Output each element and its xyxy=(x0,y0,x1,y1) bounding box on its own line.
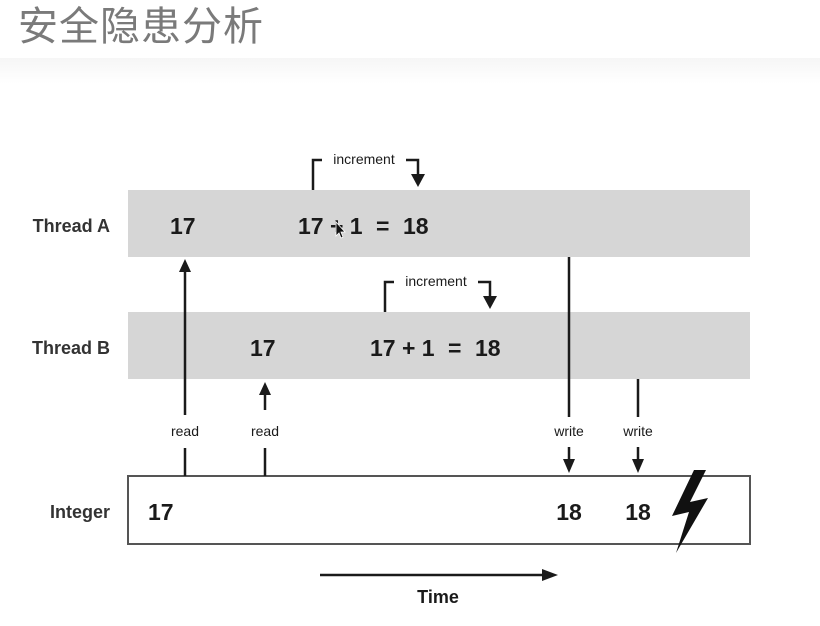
thread-b-increment-label: increment xyxy=(405,273,467,289)
thread-a-increment-label: increment xyxy=(333,151,395,167)
integer-write-b-value: 18 xyxy=(625,499,651,525)
read-b-arrowhead xyxy=(259,382,271,395)
thread-a-increment-arrowhead xyxy=(411,174,425,187)
thread-a-read-value: 17 xyxy=(170,213,196,239)
lightning-bolt-icon xyxy=(672,470,708,553)
thread-a-increment-arrow xyxy=(406,158,420,176)
thread-a-label: Thread A xyxy=(33,216,110,236)
thread-b-increment-arrowhead xyxy=(483,296,497,309)
thread-b-label: Thread B xyxy=(32,338,110,358)
thread-b-expression: 17 + 1 xyxy=(370,335,435,361)
time-label: Time xyxy=(417,587,459,607)
time-arrowhead xyxy=(542,569,558,581)
integer-write-a-value: 18 xyxy=(556,499,582,525)
write-a-arrowhead xyxy=(563,459,575,473)
thread-b-read-value: 17 xyxy=(250,335,276,361)
thread-a-result: 18 xyxy=(403,213,429,239)
thread-a-increment-bracket xyxy=(311,158,322,190)
read-a-arrowhead xyxy=(179,259,191,272)
write-b-arrowhead xyxy=(632,459,644,473)
integer-box xyxy=(127,475,751,545)
thread-a-equals: = xyxy=(376,213,389,239)
integer-initial-value: 17 xyxy=(148,499,174,525)
thread-b-increment-arrow xyxy=(478,280,492,298)
thread-a-expression: 17 + 1 xyxy=(298,213,363,239)
thread-b-band xyxy=(128,312,750,379)
mouse-cursor-icon xyxy=(335,220,346,239)
thread-b-equals: = xyxy=(448,335,461,361)
title-divider xyxy=(0,58,820,84)
integer-label: Integer xyxy=(50,502,110,522)
read-a-label: read xyxy=(171,423,199,439)
thread-a-band xyxy=(128,190,750,257)
thread-b-result: 18 xyxy=(475,335,501,361)
write-b-label: write xyxy=(622,423,653,439)
read-b-label: read xyxy=(251,423,279,439)
write-a-label: write xyxy=(553,423,584,439)
page-title: 安全隐患分析 xyxy=(18,4,264,50)
thread-b-increment-bracket xyxy=(383,280,394,312)
